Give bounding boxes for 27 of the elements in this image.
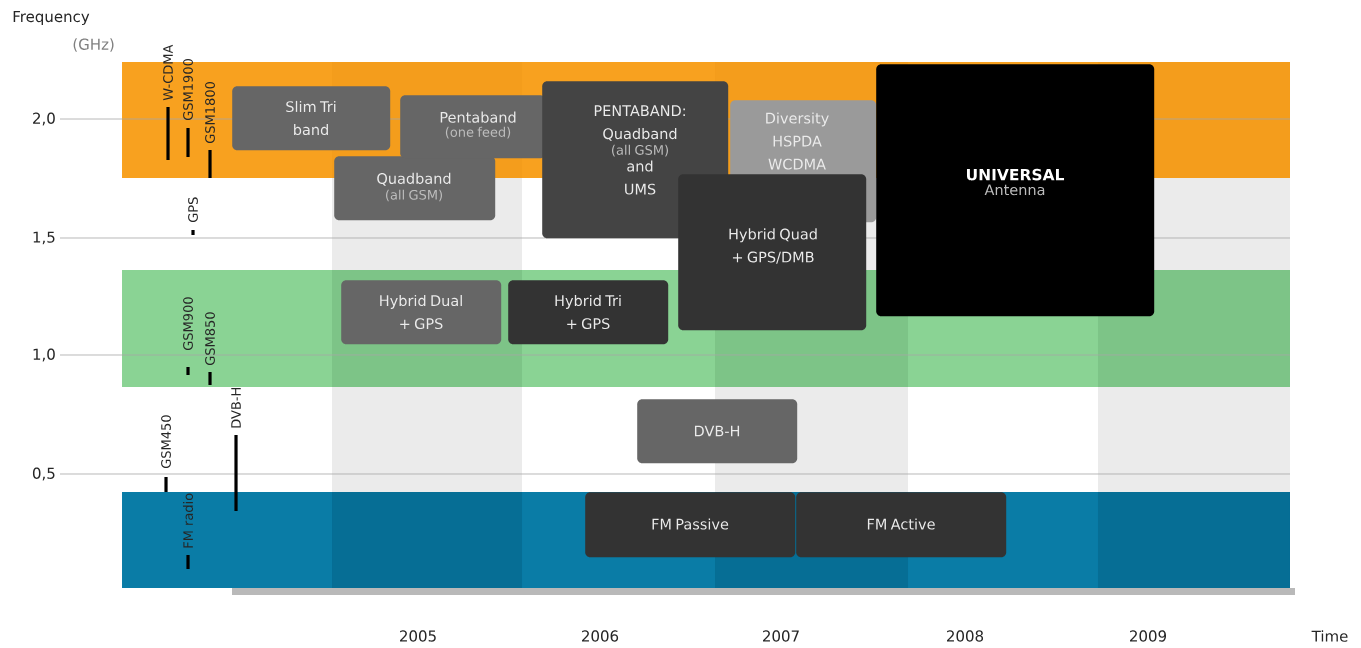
year-label: 2008 bbox=[947, 630, 984, 642]
product-box: Pentaband (one feed) bbox=[400, 95, 546, 159]
product-box: Quadband (all GSM) bbox=[334, 156, 496, 221]
product-box: Hybrid Tri + GPS bbox=[508, 280, 669, 345]
node-label: FM Passive bbox=[652, 518, 729, 530]
year-label: 2006 bbox=[582, 630, 619, 642]
node-label: FM Active bbox=[867, 518, 935, 530]
tick-label: 2,0 bbox=[33, 112, 55, 126]
product-box: Hybrid Quad + GPS/DMB bbox=[678, 174, 867, 331]
axis-title: Time bbox=[1311, 630, 1348, 642]
node-label: Pentaband bbox=[440, 111, 516, 123]
tick-label: 1,5 bbox=[33, 231, 55, 245]
node-label: (all GSM) bbox=[386, 189, 442, 202]
axis-unit: (GHz) bbox=[73, 38, 114, 52]
product-box: FM Active bbox=[796, 492, 1007, 558]
product-box: FM Passive bbox=[585, 492, 796, 558]
product-box: Slim Tri band bbox=[232, 86, 391, 151]
product-box: UNIVERSAL Antenna bbox=[876, 64, 1155, 317]
tick-label: 1,0 bbox=[33, 348, 55, 362]
year-label: 2005 bbox=[400, 630, 436, 642]
year-label: 2007 bbox=[763, 630, 799, 642]
node-label: Quadband bbox=[377, 172, 451, 186]
product-box: DVB-H bbox=[637, 399, 798, 464]
year-label: 2009 bbox=[1130, 630, 1166, 642]
node-label: (one feed) bbox=[445, 126, 511, 139]
axis-title: Frequency bbox=[13, 11, 90, 26]
tick-label: 0,5 bbox=[32, 467, 55, 481]
